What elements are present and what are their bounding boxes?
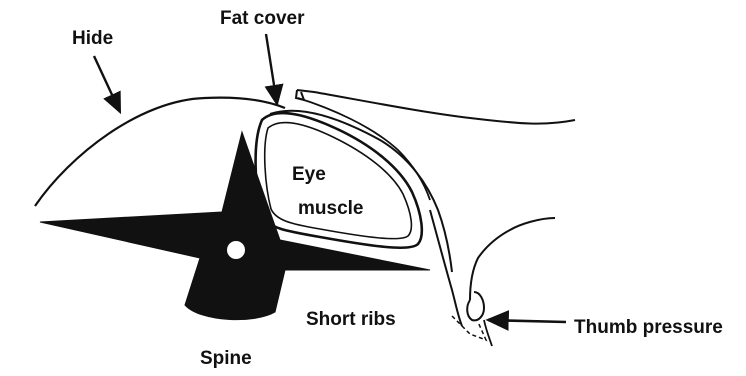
- hide-back-outline: [297, 90, 575, 124]
- eye-muscle-outline: [256, 113, 422, 248]
- spine-label: Spine: [200, 348, 252, 369]
- fat-cover-arrow: [266, 34, 277, 104]
- thumb-outline: [470, 218, 555, 300]
- thumb-pressure-arrow: [488, 320, 566, 322]
- short-ribs-dashed: [452, 316, 486, 340]
- fat-cover-label: Fat cover: [220, 8, 305, 29]
- eye-muscle-label-line2: muscle: [298, 198, 363, 219]
- short-ribs-label: Short ribs: [306, 309, 396, 330]
- thumb-lower-outline: [484, 320, 492, 346]
- eye-muscle-inner-outline: [265, 122, 412, 238]
- short-ribs-line: [430, 210, 462, 326]
- spinal-canal: [227, 241, 245, 259]
- eye-muscle-label-line1: Eye: [292, 164, 326, 185]
- thumb-pressure-label: Thumb pressure: [574, 317, 723, 338]
- hide-label: Hide: [72, 28, 113, 49]
- hide-arrow: [94, 56, 120, 112]
